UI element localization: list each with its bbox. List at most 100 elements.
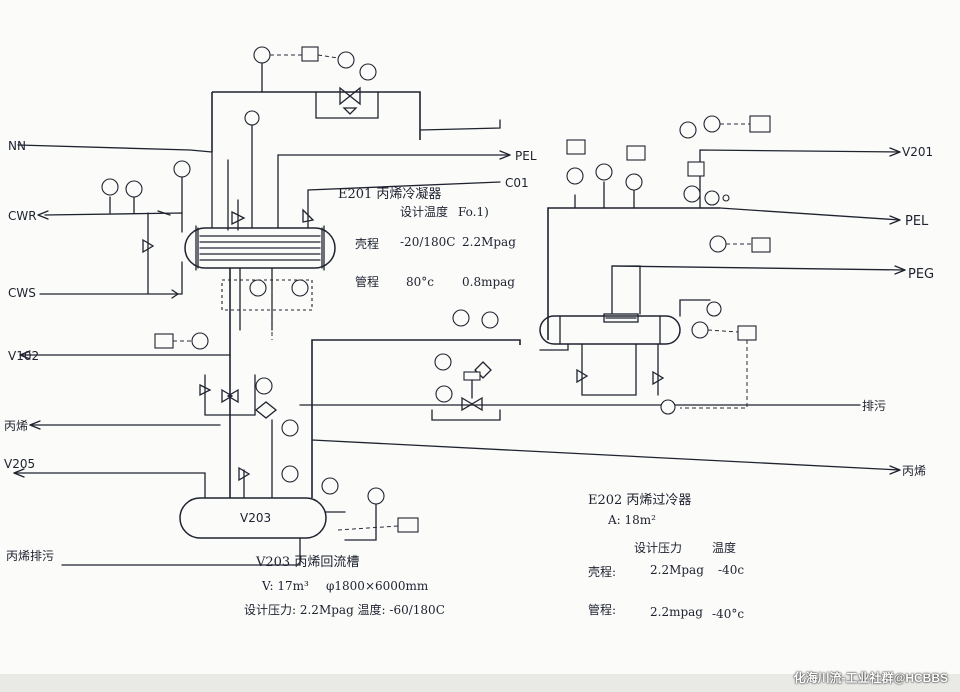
instrument-fi-mid (434, 353, 452, 371)
instrument-diamond (254, 401, 278, 419)
label-v102: V102 (8, 349, 39, 363)
arrow-v102 (19, 350, 31, 360)
e201-shell-pressure: 2.2Mpag (462, 235, 516, 249)
instrument-pi-v203 (367, 487, 385, 505)
line-cwr (37, 210, 183, 233)
control-valve-top (339, 86, 361, 106)
header-leaders (574, 181, 635, 209)
instrument-lv (255, 377, 273, 395)
v203-lower-line (344, 503, 377, 541)
line-v205 (13, 472, 206, 501)
line-v201 (699, 149, 901, 209)
line-peg (611, 265, 906, 271)
instrument-ft-right (703, 115, 721, 133)
line-purge-left (61, 537, 301, 566)
photo-bottom-edge (0, 674, 960, 692)
instrument-pic-top (301, 46, 319, 62)
instrument-tic-right (626, 145, 646, 161)
instrument-v102-box (154, 333, 174, 349)
e201-header-pressure: Fo.1) (458, 205, 489, 219)
v203-tag: V203 (240, 511, 271, 525)
instrument-pt-right (566, 167, 584, 185)
arrow-peg (894, 265, 906, 275)
e202-shell-temp: -40c (718, 563, 744, 577)
e202-subcooler (539, 313, 681, 345)
instrument-pv-right (704, 190, 720, 206)
arrow-v201 (889, 147, 901, 157)
instrument-e202-valve (660, 399, 676, 415)
label-purge-right: 排污 (862, 399, 886, 413)
label-pel-top: PEL (515, 149, 537, 163)
instrument-te-cond (244, 110, 260, 126)
instrument-tt-right (625, 173, 643, 191)
label-peg: PEG (908, 267, 934, 282)
e201-shell-label: 壳程 (355, 236, 379, 251)
instrument-ti-right (595, 163, 613, 181)
label-v205: V205 (4, 457, 35, 471)
instrument-ti-cwr-2 (125, 180, 143, 198)
e201-tube-label: 管程 (355, 274, 379, 289)
instrument-pic-right (566, 139, 586, 155)
instrument-diamond-mid (474, 361, 492, 379)
v203-volume: V: 17m³ (261, 579, 309, 593)
line-propylene-main (311, 339, 521, 498)
line-pel-right (719, 207, 901, 221)
label-cwr: CWR (8, 209, 37, 223)
label-crude: 丙烯 (4, 419, 28, 433)
label-cws: CWS (8, 286, 36, 300)
e201-shell-temp: -20/180C (400, 235, 455, 249)
instrument-ti-mid (452, 309, 470, 327)
valve-lcv-2 (221, 388, 239, 404)
line-propylene-right (311, 439, 901, 471)
e202-shell-label: 壳程: (588, 564, 616, 579)
instrument-e202-lt (691, 321, 709, 339)
e202-valves (576, 368, 665, 386)
instrument-pt-v203 (321, 477, 339, 495)
instrument-lt-v203 (281, 419, 299, 437)
e201-title: E201 丙烯冷凝器 (338, 186, 441, 202)
e202-tube-pressure: 2.2mpag (650, 605, 703, 619)
instrument-ti-nn (173, 160, 191, 178)
v203-design: 设计压力: 2.2Mpag 温度: -60/180C (244, 602, 445, 617)
e202-col-temp: 温度 (712, 540, 736, 555)
v203-drum (179, 497, 327, 539)
instrument-ft-mid (435, 385, 453, 403)
instrument-box-right-2 (687, 161, 705, 177)
arrow-v205 (13, 468, 25, 478)
line-nn (17, 144, 213, 231)
instrument-pt-right-2 (683, 185, 701, 203)
signal-v203 (337, 525, 399, 531)
line-e202-vapor (547, 207, 720, 340)
level-ctrl-bypass (204, 374, 256, 416)
instrument-lg-v203 (281, 465, 299, 483)
instrument-v102-ti (191, 332, 209, 350)
mid-actuator (463, 371, 481, 381)
signal-e202 (680, 329, 748, 409)
mid-ctrl-bypass (431, 409, 501, 421)
instrument-tic-peg (751, 237, 771, 253)
signal-top (270, 54, 339, 59)
arrow-propylene-right (889, 465, 901, 475)
instrument-v203-box (397, 517, 419, 533)
label-pel-right: PEL (905, 214, 929, 229)
label-propylene-right: 丙烯 (902, 464, 926, 478)
instrument-pt-top-2 (337, 51, 355, 69)
control-valve-bypass (315, 91, 379, 119)
instrument-ti-mid-2 (481, 311, 499, 329)
instrument-ti-cwr (101, 178, 119, 196)
c01-valve (302, 208, 315, 223)
cw-inst-leaders (109, 196, 135, 214)
cond-nozzles (227, 159, 239, 231)
e202-tube-label: 管程: (588, 602, 616, 617)
arrow-crude (29, 420, 41, 430)
label-nn: NN (8, 139, 26, 153)
check-point-right (722, 194, 730, 202)
instrument-e202-box (737, 325, 757, 341)
e202-col-pressure: 设计压力 (634, 541, 682, 555)
label-v201: V201 (902, 145, 933, 159)
v203-size: φ1800×6000mm (326, 579, 429, 593)
line-pel-top (277, 154, 511, 229)
instrument-fi-right (679, 121, 697, 139)
